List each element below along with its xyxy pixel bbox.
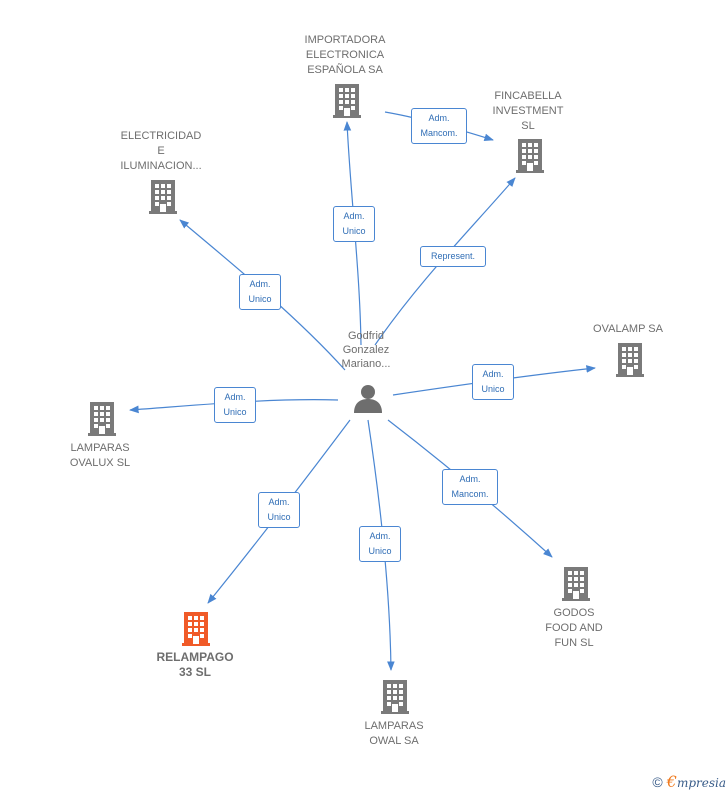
- edge-label-importadora-fincabella[interactable]: Adm. Mancom.: [411, 108, 467, 144]
- node-label-lamparas-owal[interactable]: LAMPARAS OWAL SA: [364, 720, 424, 747]
- node-label-person[interactable]: Godfrid Gonzalez Mariano...: [341, 330, 391, 370]
- building-icon-lamparas-owal[interactable]: [381, 680, 409, 714]
- edge-label-importadora[interactable]: Adm. Unico: [333, 206, 375, 242]
- edge-label-fincabella[interactable]: Represent.: [420, 246, 486, 267]
- building-icon-electricidad[interactable]: [149, 180, 177, 214]
- node-label-ovalamp[interactable]: OVALAMP SA: [593, 323, 663, 335]
- building-icon-ovalamp[interactable]: [616, 343, 644, 377]
- brand-initial: €: [666, 772, 677, 791]
- brand-name: mpresia: [676, 776, 726, 790]
- edge-label-ovalamp[interactable]: Adm. Unico: [472, 364, 514, 400]
- node-label-electricidad[interactable]: ELECTRICIDAD E ILUMINACION...: [120, 130, 202, 172]
- empresia-logo[interactable]: ©€mpresia: [652, 772, 726, 791]
- edge-label-electricidad[interactable]: Adm. Unico: [239, 274, 281, 310]
- building-icon-godos[interactable]: [562, 567, 590, 601]
- edge-label-relampago[interactable]: Adm. Unico: [258, 492, 300, 528]
- edge-label-godos[interactable]: Adm. Mancom.: [442, 469, 498, 505]
- node-label-godos[interactable]: GODOS FOOD AND FUN SL: [545, 607, 603, 649]
- copyright-symbol: ©: [652, 774, 663, 790]
- node-label-fincabella[interactable]: FINCABELLA INVESTMENT SL: [492, 90, 564, 132]
- building-icon-relampago[interactable]: [182, 612, 210, 646]
- edge-label-lamparas-ovalux[interactable]: Adm. Unico: [214, 387, 256, 423]
- node-label-importadora[interactable]: IMPORTADORA ELECTRONICA ESPAÑOLA SA: [304, 34, 386, 76]
- edge-label-lamparas-owal[interactable]: Adm. Unico: [359, 526, 401, 562]
- building-icon-importadora[interactable]: [333, 84, 361, 118]
- person-icon[interactable]: [353, 383, 383, 413]
- building-icon-lamparas-ovalux[interactable]: [88, 402, 116, 436]
- node-label-relampago[interactable]: RELAMPAGO 33 SL: [156, 650, 234, 679]
- building-icon-fincabella[interactable]: [516, 139, 544, 173]
- node-label-lamparas-ovalux[interactable]: LAMPARAS OVALUX SL: [69, 442, 131, 469]
